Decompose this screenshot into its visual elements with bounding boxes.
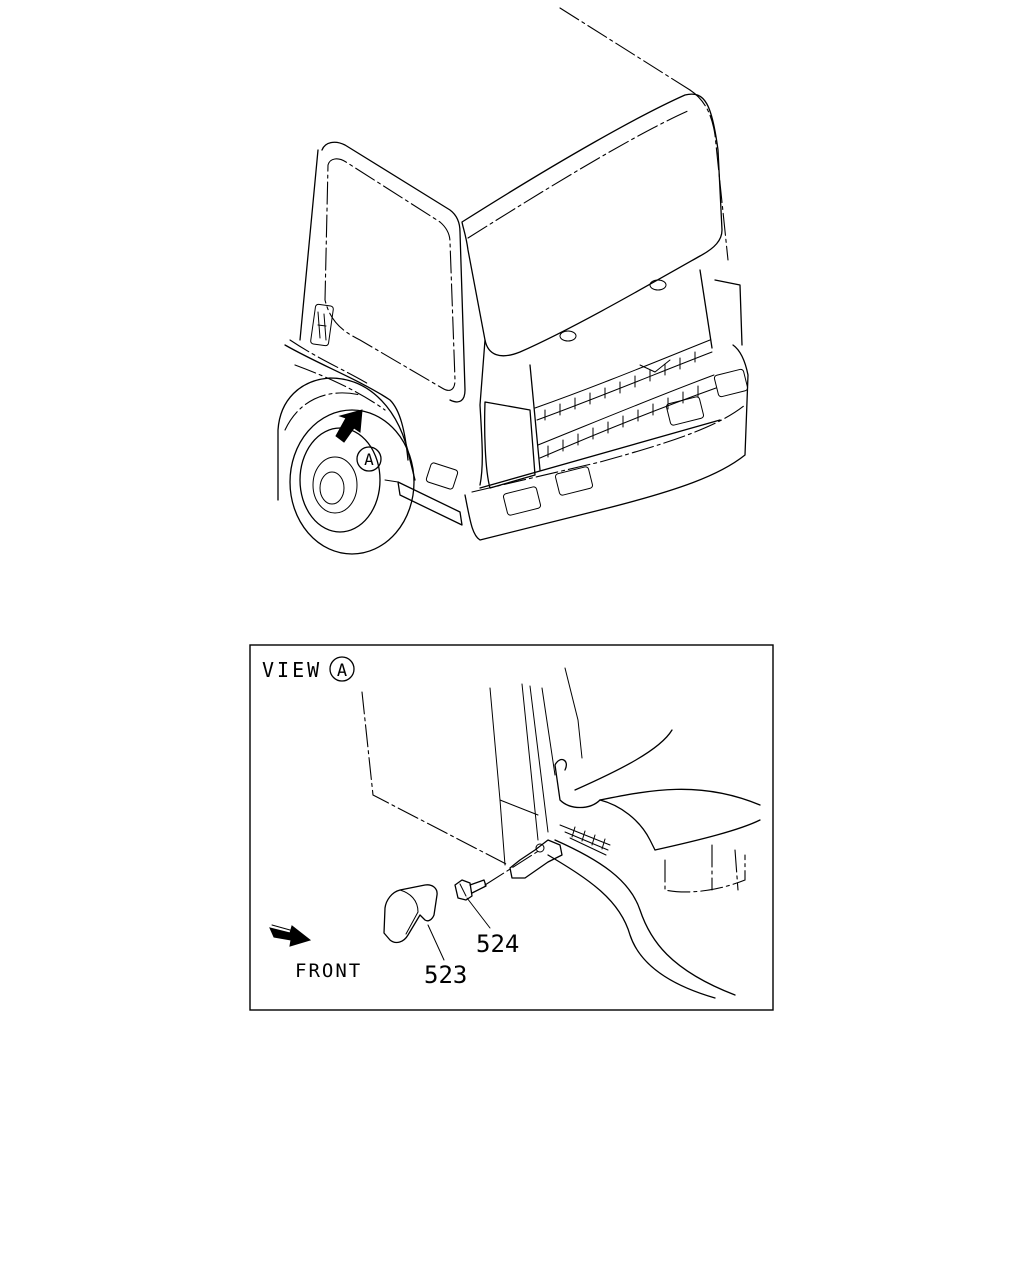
leader-line-523 — [427, 924, 445, 961]
view-letter-circle-icon — [329, 656, 355, 682]
part-524-bolt — [454, 879, 487, 901]
part-523-cover — [383, 884, 438, 944]
leader-line-524 — [466, 897, 491, 929]
detail-view-panel: VIEW A — [249, 644, 774, 1011]
truck-callout-letter: A — [364, 450, 374, 469]
detail-view-letter: A — [337, 661, 347, 681]
front-label: FRONT — [295, 960, 362, 982]
detail-view-title: VIEW — [262, 658, 322, 682]
part-number-524: 524 — [476, 930, 519, 958]
part-number-523: 523 — [424, 961, 467, 989]
front-direction-arrow-icon — [269, 925, 312, 947]
detail-view-frame — [249, 644, 774, 1011]
callout-circle-icon — [356, 446, 382, 472]
truck-cab-illustration — [277, 7, 749, 555]
truck-view-callout: A — [356, 446, 382, 472]
view-direction-arrow-icon — [335, 409, 363, 443]
